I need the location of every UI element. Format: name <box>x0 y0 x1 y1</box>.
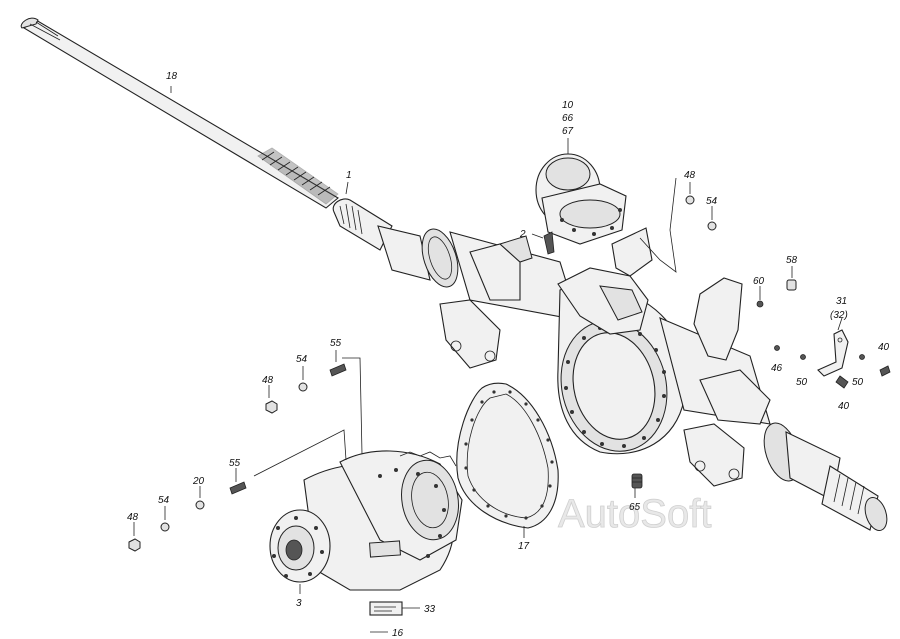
ball-46 <box>774 345 780 351</box>
label-31: 31 <box>836 296 847 307</box>
differential-carrier-3 <box>269 450 463 591</box>
axle-shaft-18 <box>20 17 339 209</box>
label-65: 65 <box>629 502 641 513</box>
label-50-left: 50 <box>796 377 808 388</box>
label-55-upper: 55 <box>330 338 342 349</box>
label-10: 10 <box>562 100 574 111</box>
label-40-right: 40 <box>878 342 890 353</box>
label-55-lower: 55 <box>229 458 241 469</box>
label-50-right: 50 <box>852 377 864 388</box>
label-54-upper: 54 <box>706 196 718 207</box>
label-32: (32) <box>830 310 848 321</box>
gasket-17 <box>456 382 559 529</box>
label-48-upper: 48 <box>684 170 696 181</box>
label-18: 18 <box>166 71 178 82</box>
nut-48-mid <box>265 400 278 414</box>
bolt-2 <box>543 231 555 255</box>
label-54-lower: 54 <box>158 495 170 506</box>
label-46: 46 <box>771 363 783 374</box>
washer-54-mid <box>298 382 308 392</box>
label-3: 3 <box>296 598 302 609</box>
label-1: 1 <box>346 170 352 181</box>
bracket-31 <box>817 329 849 377</box>
label-48-mid: 48 <box>262 375 274 386</box>
label-54-mid: 54 <box>296 354 308 365</box>
brake-chamber-10 <box>535 153 627 245</box>
label-17: 17 <box>518 541 530 552</box>
label-60: 60 <box>753 276 765 287</box>
stud-55-upper <box>329 363 347 377</box>
label-40-lower: 40 <box>838 401 850 412</box>
label-2: 2 <box>519 229 526 240</box>
bushing-58 <box>786 279 797 291</box>
ball-60 <box>756 300 764 308</box>
ball-50-left <box>800 354 806 360</box>
washer-54-upper <box>707 221 717 231</box>
label-67: 67 <box>562 126 574 137</box>
label-16: 16 <box>392 628 404 639</box>
leader-lines <box>133 86 843 633</box>
stud-55-lower <box>229 481 247 495</box>
callout-labels: 18 1 10 66 67 2 48 54 58 60 31 (32) 46 5… <box>127 71 890 639</box>
label-58: 58 <box>786 255 798 266</box>
nut-48-upper <box>685 195 695 205</box>
id-plate-33 <box>369 601 403 616</box>
washer-20 <box>195 500 205 510</box>
bolt-40-right <box>879 365 891 377</box>
label-20: 20 <box>192 476 205 487</box>
ball-50-right <box>859 354 865 360</box>
label-66: 66 <box>562 113 574 124</box>
axle-housing-1 <box>332 198 888 531</box>
bolt-40-lower <box>835 375 849 389</box>
washer-54-lower <box>160 522 170 532</box>
plug-65 <box>631 473 643 489</box>
nut-48-lower <box>128 538 141 552</box>
label-48-lower: 48 <box>127 512 139 523</box>
label-33: 33 <box>424 604 436 615</box>
watermark: AutoSoft <box>558 492 711 536</box>
